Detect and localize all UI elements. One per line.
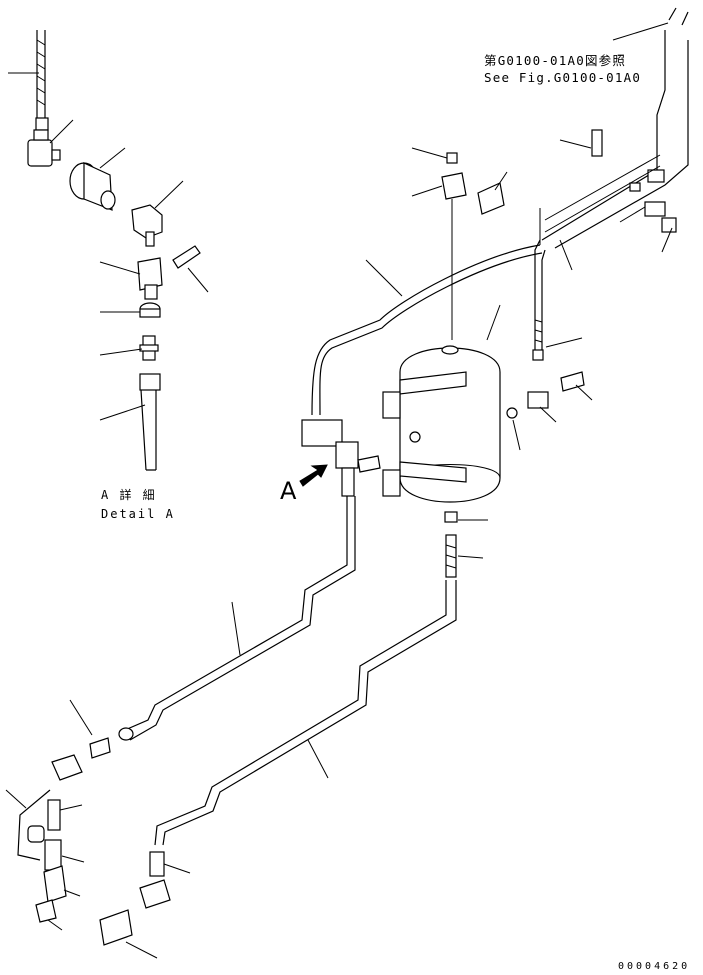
- lower-left-assembly: [5, 789, 85, 931]
- pipe-lower-right: [99, 580, 457, 959]
- detail-label-jp: A 詳 細: [101, 488, 157, 502]
- part-number: 00004620: [618, 961, 691, 972]
- pipe-to-valve: [299, 244, 543, 497]
- air-tank: [382, 304, 521, 578]
- piping-upper-right: [411, 7, 689, 423]
- reference-en: See Fig.G0100-01A0: [484, 70, 642, 85]
- detail-a-assembly: [8, 30, 209, 471]
- view-marker-label: A: [280, 477, 297, 505]
- detail-label-en: Detail A: [101, 507, 175, 521]
- reference-jp: 第G0100-01A0図参照: [484, 53, 627, 68]
- pipe-lower-left: [51, 496, 356, 781]
